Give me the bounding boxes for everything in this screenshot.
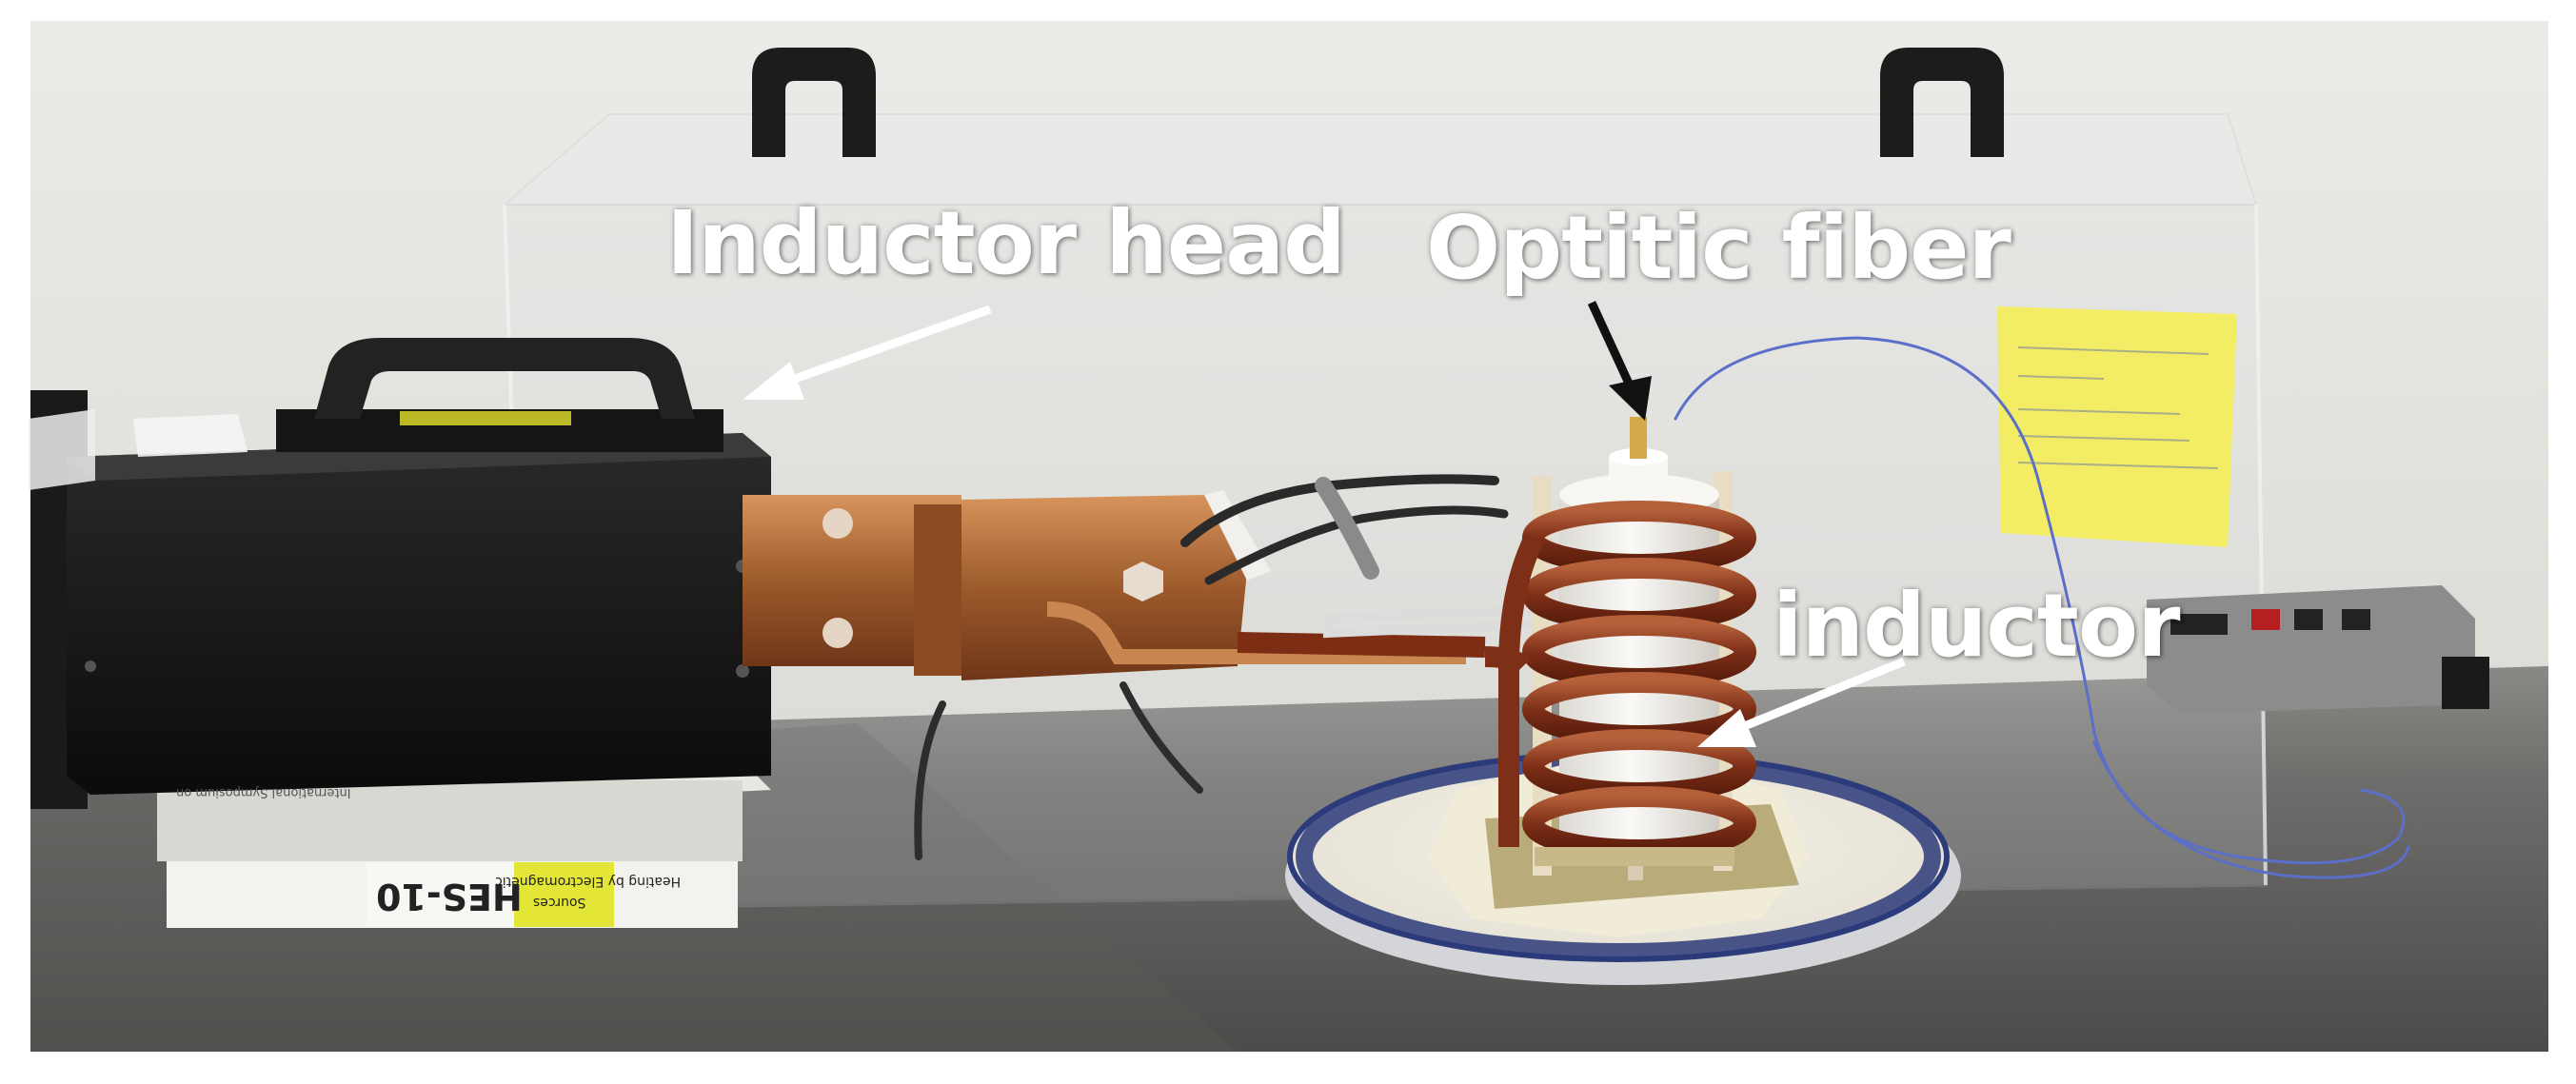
- label-inductor: inductor: [1773, 575, 2180, 677]
- enclosure-handle-right: [1880, 48, 2004, 157]
- book-spine-title-line1: Heating by Electromagnetic: [495, 874, 682, 889]
- box-handle: [314, 338, 695, 419]
- inductor-head-box: [29, 338, 771, 795]
- arrow-inductor-head: [743, 305, 992, 400]
- multimeter: [2147, 585, 2489, 714]
- arrow-optic-fiber: [1587, 301, 1652, 421]
- enclosure-handle-left: [752, 48, 876, 157]
- book-stack: [157, 761, 771, 928]
- book-spine-title-line2: Sources: [533, 895, 586, 910]
- plexiglass-enclosure: [502, 48, 2268, 911]
- book-spine-top: International Symposium on: [176, 785, 351, 799]
- label-optic-fiber: Optitic fiber: [1426, 197, 2011, 299]
- label-inductor-head: Inductor head: [666, 192, 1346, 294]
- arrow-inductor: [1697, 657, 1906, 747]
- sticky-note: [1997, 306, 2237, 547]
- book-spine-label: [514, 862, 614, 927]
- inductor-coil: [1484, 417, 1756, 880]
